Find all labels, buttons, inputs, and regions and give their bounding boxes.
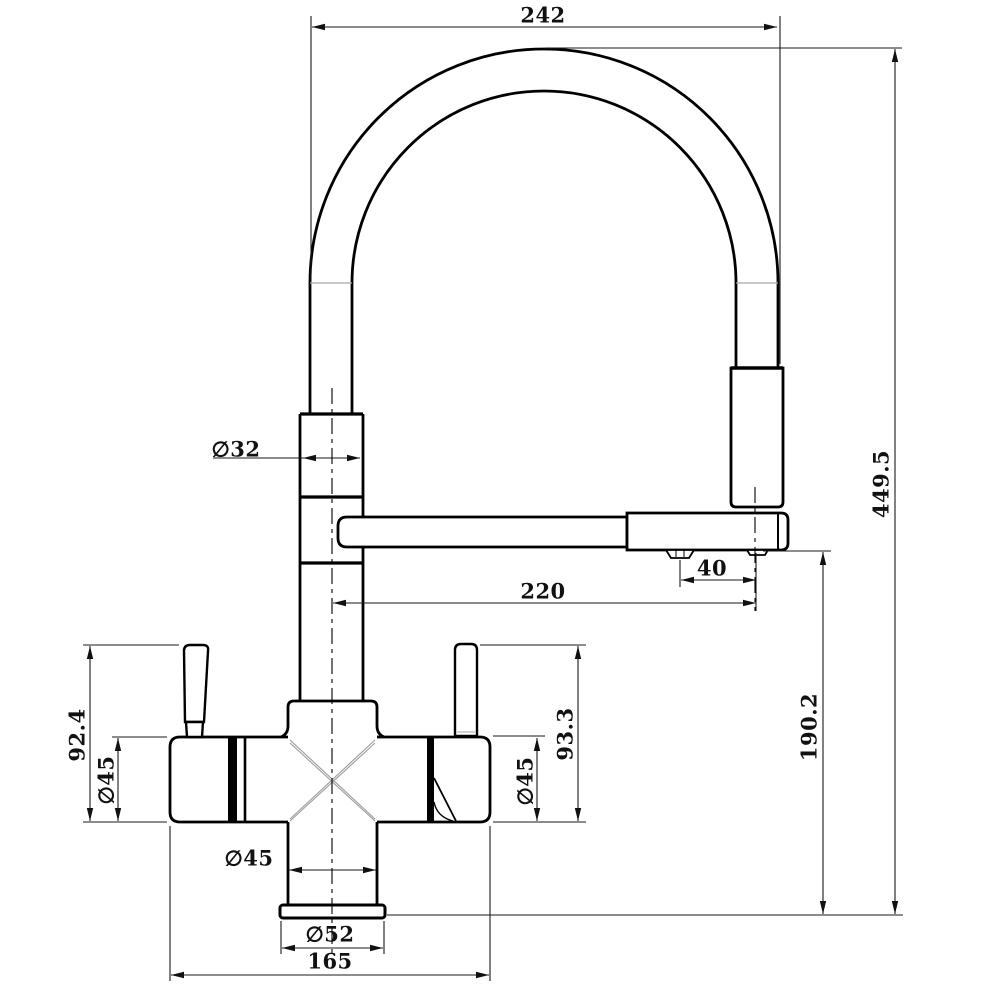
dim-hose-arc-width: 242 [520,2,566,28]
body [168,735,492,824]
dim-base-width: 165 [307,948,353,974]
right-handle-stem [453,642,479,738]
dim-hose-diameter: ∅32 [211,436,261,462]
dim-left-handle-height: 92.4 [64,708,90,762]
dim-right-body-diameter: ∅45 [512,756,538,806]
dim-left-body-diameter: ∅45 [93,755,119,805]
left-handle-lever [182,643,210,739]
dimension-lines [83,16,903,981]
dim-spout-clearance: 190.2 [796,692,822,762]
spout-arm [336,511,790,552]
riser-column [298,412,365,701]
dim-aerator-offset: 40 [696,555,728,581]
dim-overall-height: 449.5 [868,449,894,519]
dim-right-handle-height: 93.3 [552,707,578,761]
dimension-arrows [86,23,899,979]
dim-base-flange-diameter: ∅52 [305,921,355,947]
spray-holder [729,366,785,509]
centerlines [331,388,756,958]
dim-spout-reach: 220 [520,578,566,604]
hose-arc [308,47,780,414]
aerator-nozzles [664,549,770,559]
dim-base-column-diameter: ∅45 [224,845,274,871]
